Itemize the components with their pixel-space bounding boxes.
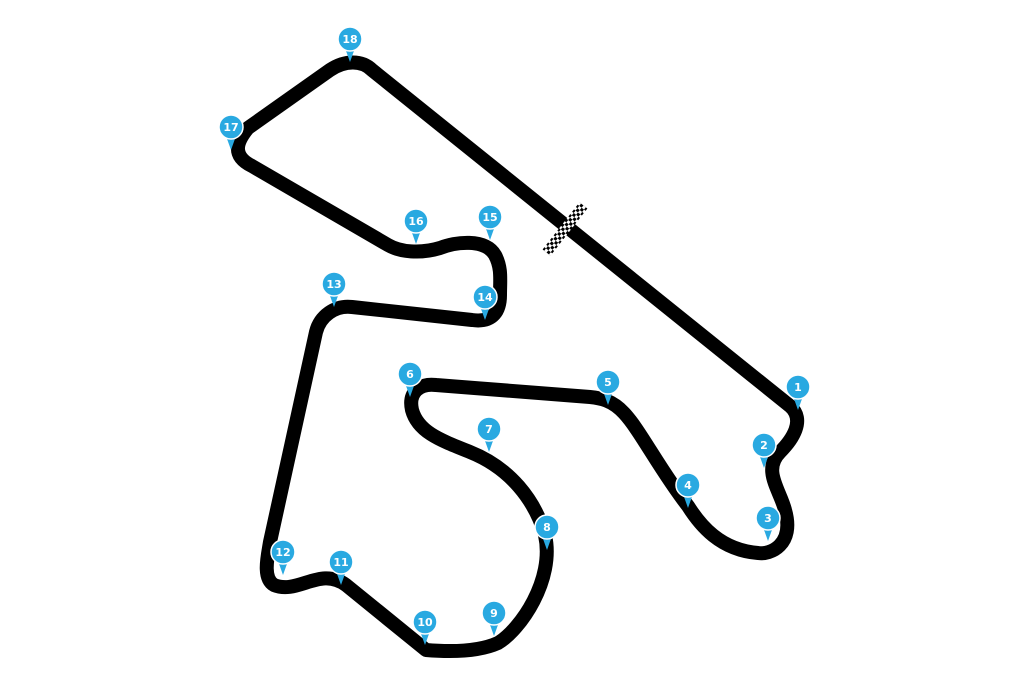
marker-circle <box>270 539 296 565</box>
turn-marker-13: 13 <box>321 271 347 307</box>
turn-marker-15: 15 <box>477 204 503 240</box>
turn-marker-10: 10 <box>412 609 438 645</box>
turn-number: 16 <box>408 215 424 228</box>
turn-number: 13 <box>326 278 341 291</box>
turn-number: 9 <box>490 607 498 620</box>
turn-number: 4 <box>684 479 692 492</box>
turn-marker-11: 11 <box>328 549 354 585</box>
start-finish-line <box>542 202 588 256</box>
marker-circle <box>785 374 811 400</box>
marker-circle <box>337 26 363 52</box>
turn-number: 11 <box>333 556 348 569</box>
marker-circle <box>328 549 354 575</box>
marker-circle <box>481 600 507 626</box>
turn-number: 5 <box>604 376 612 389</box>
turn-marker-9: 9 <box>481 600 507 636</box>
turn-number: 17 <box>223 121 238 134</box>
turn-marker-5: 5 <box>595 369 621 405</box>
turn-number: 2 <box>760 439 768 452</box>
turn-number: 7 <box>485 423 493 436</box>
turn-marker-12: 12 <box>270 539 296 575</box>
marker-circle <box>472 284 498 310</box>
marker-circle <box>476 416 502 442</box>
marker-circle <box>321 271 347 297</box>
marker-circle <box>675 472 701 498</box>
turn-marker-1: 1 <box>785 374 811 410</box>
turn-marker-4: 4 <box>675 472 701 508</box>
marker-circle <box>595 369 621 395</box>
turn-marker-17: 17 <box>218 114 244 150</box>
turn-number: 18 <box>342 33 357 46</box>
marker-circle <box>751 432 777 458</box>
marker-circle <box>397 361 423 387</box>
turn-marker-14: 14 <box>472 284 498 320</box>
marker-circle <box>477 204 503 230</box>
marker-circle <box>218 114 244 140</box>
race-track <box>231 55 805 659</box>
turn-marker-7: 7 <box>476 416 502 452</box>
turn-number: 12 <box>275 546 290 559</box>
checkered-flag-icon <box>542 202 588 256</box>
turn-marker-2: 2 <box>751 432 777 468</box>
turn-marker-16: 16 <box>403 208 429 244</box>
marker-circle <box>755 505 781 531</box>
turn-number: 3 <box>764 512 772 525</box>
marker-circle <box>412 609 438 635</box>
turn-number: 10 <box>417 616 433 629</box>
turn-marker-6: 6 <box>397 361 423 397</box>
marker-circle <box>534 514 560 540</box>
turn-marker-3: 3 <box>755 505 781 541</box>
turn-number: 8 <box>543 521 551 534</box>
turn-number: 15 <box>482 211 497 224</box>
turn-number: 1 <box>794 381 802 394</box>
turn-number: 6 <box>406 368 414 381</box>
turn-number: 14 <box>477 291 493 304</box>
marker-circle <box>403 208 429 234</box>
turn-marker-8: 8 <box>534 514 560 550</box>
turn-marker-18: 18 <box>337 26 363 62</box>
